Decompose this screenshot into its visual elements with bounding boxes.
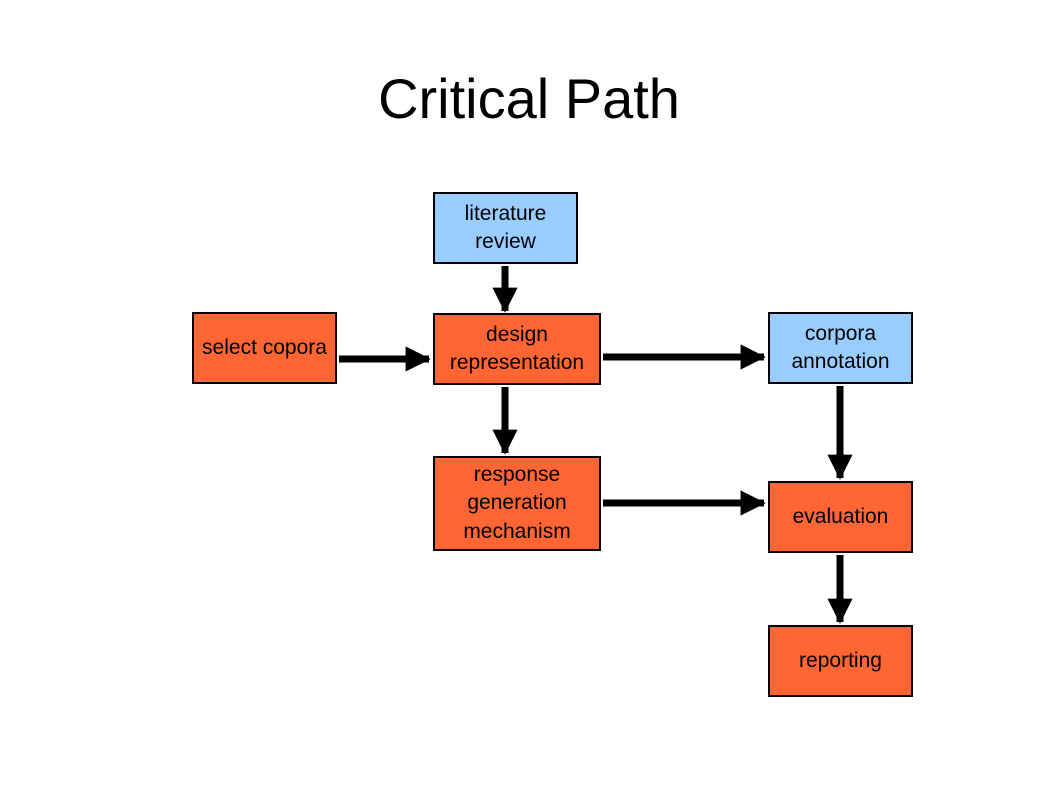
slide-title: Critical Path [378, 67, 680, 130]
node-corpora-annotation: corpora annotation [768, 312, 913, 384]
node-design-representation: design representation [433, 313, 601, 385]
node-evaluation: evaluation [768, 481, 913, 553]
node-select-copora: select copora [192, 312, 337, 384]
node-literature-review: literature review [433, 192, 578, 264]
node-reporting: reporting [768, 625, 913, 697]
node-response-generation-mechanism: response generation mechanism [433, 456, 601, 551]
